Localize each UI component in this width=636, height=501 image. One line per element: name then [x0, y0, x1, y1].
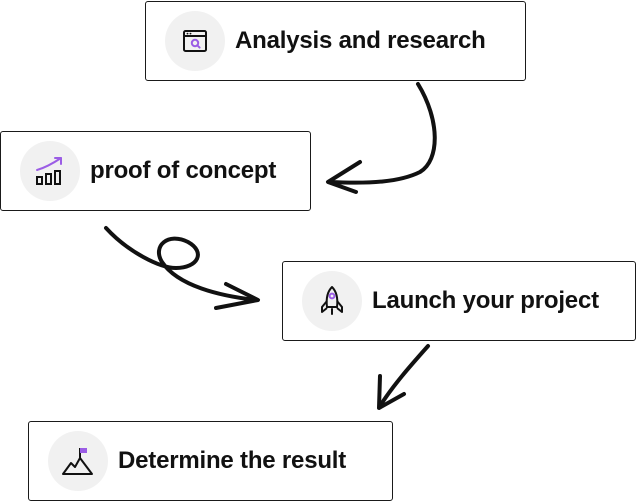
- step-launch-your-project: Launch your project: [282, 261, 636, 341]
- step-label: Analysis and research: [235, 27, 486, 54]
- step-label: Launch your project: [372, 287, 599, 314]
- browser-search-icon: [165, 11, 225, 71]
- arrow-proof-to-launch: [104, 226, 260, 310]
- step-analysis-and-research: Analysis and research: [145, 1, 526, 81]
- step-determine-the-result: Determine the result: [28, 421, 393, 501]
- step-label: Determine the result: [118, 447, 347, 474]
- growth-chart-icon: [20, 141, 80, 201]
- arrow-launch-to-result: [377, 344, 430, 410]
- mountain-flag-icon: [48, 431, 108, 491]
- rocket-icon: [302, 271, 362, 331]
- step-label: proof of concept: [90, 157, 277, 184]
- step-proof-of-concept: proof of concept: [0, 131, 311, 211]
- arrow-analysis-to-proof: [326, 82, 437, 194]
